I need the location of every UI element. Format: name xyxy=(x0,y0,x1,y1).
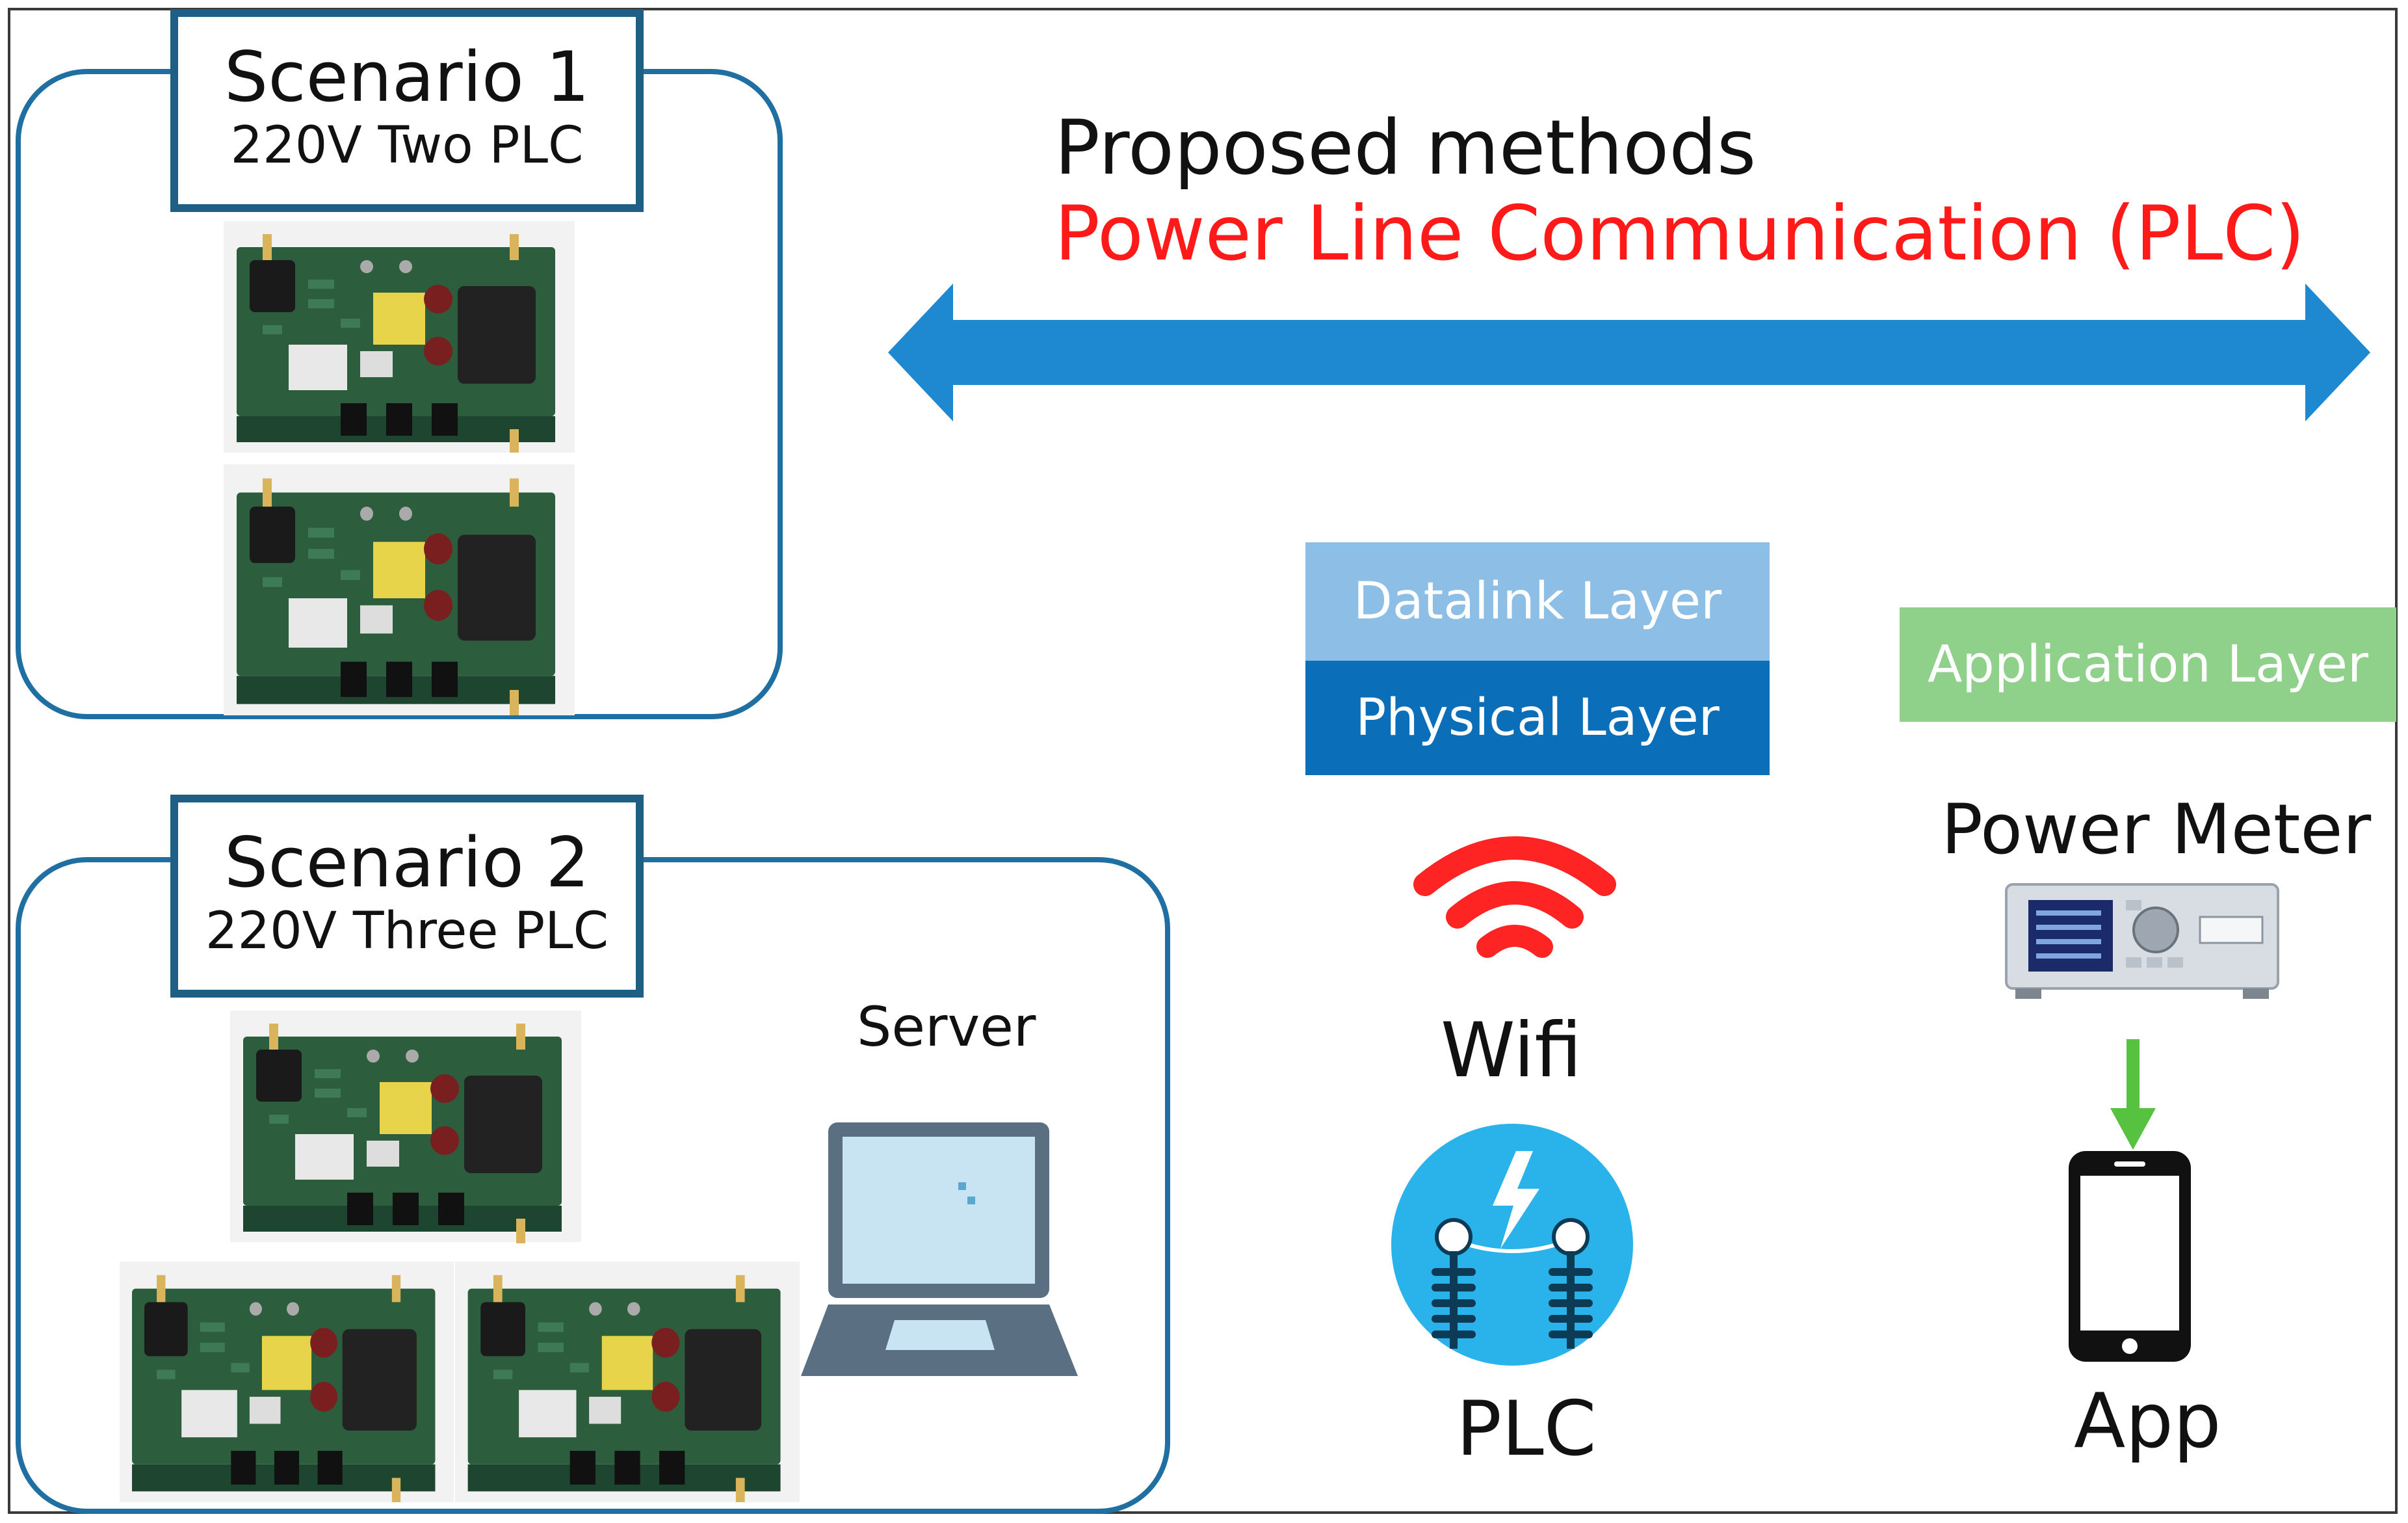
scenario-1-title-box: Scenario 1 220V Two PLC xyxy=(170,9,644,212)
proposed-method: Power Line Communication (PLC) xyxy=(1054,190,2305,278)
server-label: Server xyxy=(857,995,1036,1059)
datalink-layer-box: Datalink Layer xyxy=(1305,542,1770,661)
figure-frame xyxy=(8,8,2398,1514)
plc-icon xyxy=(1391,1124,1633,1366)
scenario-1-subtitle: 220V Two PLC xyxy=(230,116,584,175)
scenario-2-title: Scenario 2 xyxy=(224,823,590,903)
smartphone-icon xyxy=(2069,1151,2191,1362)
application-layer-label: Application Layer xyxy=(1927,635,2369,694)
down-arrow-icon xyxy=(2110,1039,2156,1150)
plc-board-image xyxy=(224,221,575,453)
scenario-2-title-box: Scenario 2 220V Three PLC xyxy=(170,795,644,998)
wifi-icon xyxy=(1413,836,1616,958)
plc-label: PLC xyxy=(1456,1385,1597,1473)
plc-board-image xyxy=(230,1011,581,1243)
scenario-1-title: Scenario 1 xyxy=(224,37,590,117)
power-meter-image xyxy=(2005,883,2279,999)
plc-board-image xyxy=(455,1262,800,1502)
app-label: App xyxy=(2074,1377,2221,1465)
double-arrow-icon xyxy=(888,284,2370,421)
physical-layer-label: Physical Layer xyxy=(1355,689,1720,747)
power-meter-label: Power Meter xyxy=(1941,789,2372,869)
wifi-label: Wifi xyxy=(1441,1007,1582,1094)
plc-board-image xyxy=(224,464,575,715)
datalink-layer-label: Datalink Layer xyxy=(1353,572,1722,631)
application-layer-box: Application Layer xyxy=(1900,607,2396,722)
laptop-server-icon xyxy=(801,1122,1078,1376)
physical-layer-box: Physical Layer xyxy=(1305,661,1770,775)
proposed-heading: Proposed methods xyxy=(1054,104,1757,192)
plc-board-image xyxy=(120,1262,454,1502)
scenario-2-subtitle: 220V Three PLC xyxy=(205,902,609,960)
